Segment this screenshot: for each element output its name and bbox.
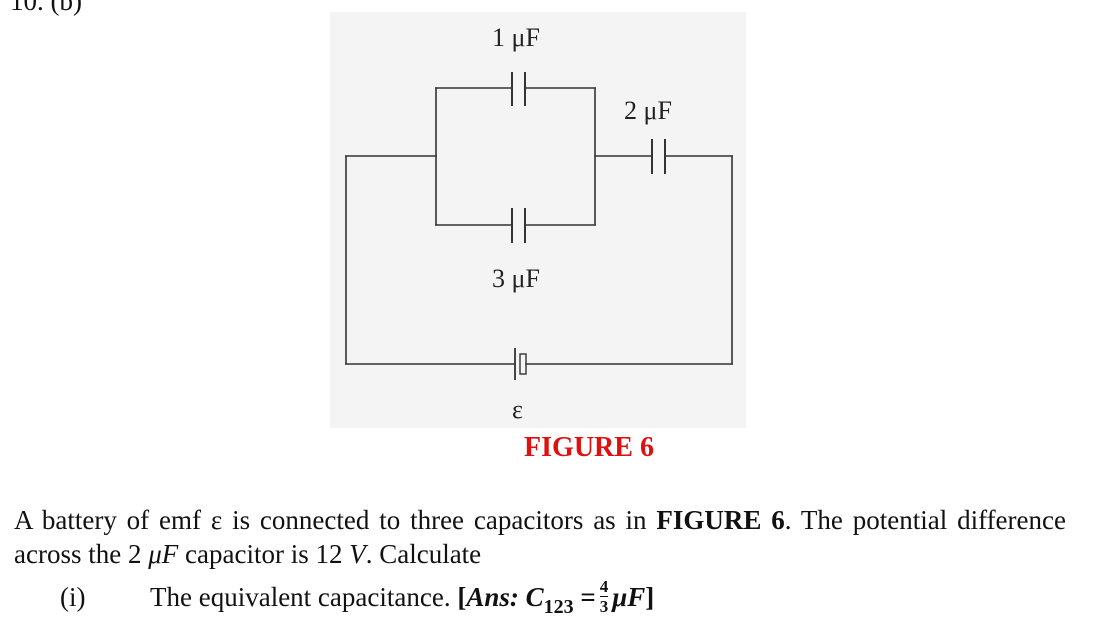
problem-statement: A battery of emf ε is connected to three… [14,503,1066,571]
circuit-diagram [345,72,733,380]
battery-icon [514,348,527,380]
answer-open-bracket: [ [457,582,467,612]
capacitor-1uF-label: 1 μF [492,23,540,52]
question-part-i: (i) The equivalent capacitance. [Ans: C12… [60,578,655,618]
problem-text-2: . The potential difference across the 2 [14,505,1066,569]
answer-symbol: C [525,582,544,612]
problem-text-3: capacitor is 12 [178,539,350,569]
capacitor-1uF-icon [511,72,526,106]
answer-label: Ans: [466,582,526,612]
capacitor-2uF-label: 2 μF [624,96,672,125]
unit-microfarad: μF [148,539,179,569]
circuit-figure: 1 μF 2 μF 3 μF ε [330,12,746,428]
answer-subscript: 123 [543,596,574,618]
figure-reference: FIGURE 6 [656,505,785,535]
capacitor-2uF-icon [651,139,666,174]
fraction-numerator: 4 [599,577,609,597]
answer-equals: = [573,582,596,612]
part-label: (i) [60,582,86,612]
figure-caption: FIGURE 6 [524,432,654,463]
fraction-denominator: 3 [599,597,609,617]
problem-text-1: A battery of emf ε is connected to three… [14,505,657,535]
battery-emf-label: ε [512,395,523,424]
unit-volt: V [349,539,366,569]
question-number: 10. (b) [10,0,82,16]
answer-unit: μF [612,582,646,612]
part-text: The equivalent capacitance. [150,582,458,612]
answer-close-bracket: ] [645,582,655,612]
problem-text-4: . Calculate [365,539,482,569]
capacitor-3uF-icon [511,208,526,243]
capacitor-3uF-label: 3 μF [492,264,540,293]
fraction-bar [599,596,609,598]
